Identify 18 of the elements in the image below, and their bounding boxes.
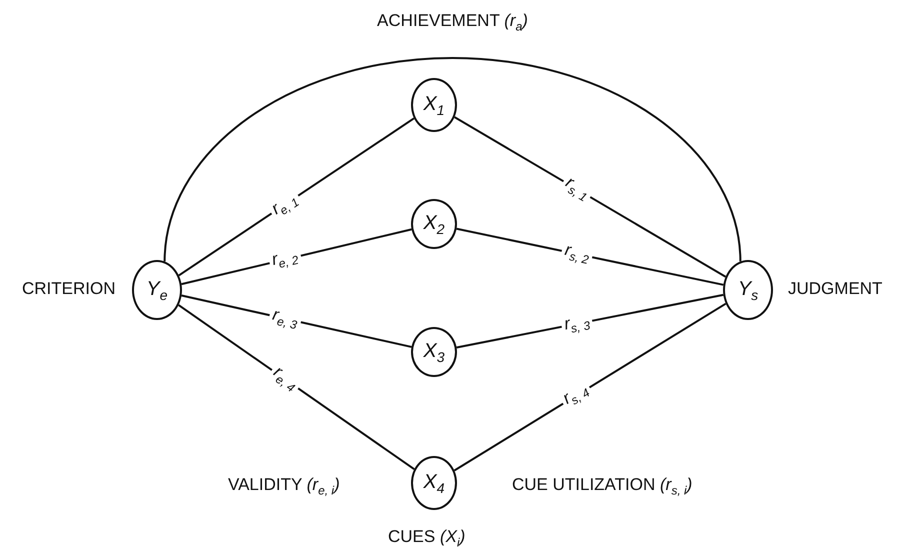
connector-line: [454, 302, 726, 472]
variable-ellipse: X$_{2}$: [411, 199, 457, 249]
connector-arc: [164, 57, 742, 262]
node-caption: JUDGMENT: [788, 280, 882, 299]
connector-line: [454, 116, 726, 278]
variable-ellipse: X$_{3}$: [411, 327, 457, 377]
connector-line: [456, 294, 724, 349]
node-caption: CRITERION: [22, 280, 116, 299]
variable-ellipse: X$_{4}$: [411, 456, 457, 510]
variable-ellipse: Y$_{s}$: [723, 260, 773, 320]
axis-caption: CUE UTILIZATION (r$_{s, i}$): [512, 476, 692, 498]
edge-label: ACHIEVEMENT (r$_{a}$): [377, 12, 528, 34]
connector-line: [456, 228, 724, 286]
connector-line: [178, 118, 415, 276]
variable-ellipse: Y$_{e}$: [132, 260, 182, 320]
axis-caption: VALIDITY (r$_{e, i}$): [228, 476, 340, 498]
axis-caption: CUES (X$_{i}$): [388, 528, 466, 550]
variable-ellipse: X$_{1}$: [411, 78, 457, 132]
